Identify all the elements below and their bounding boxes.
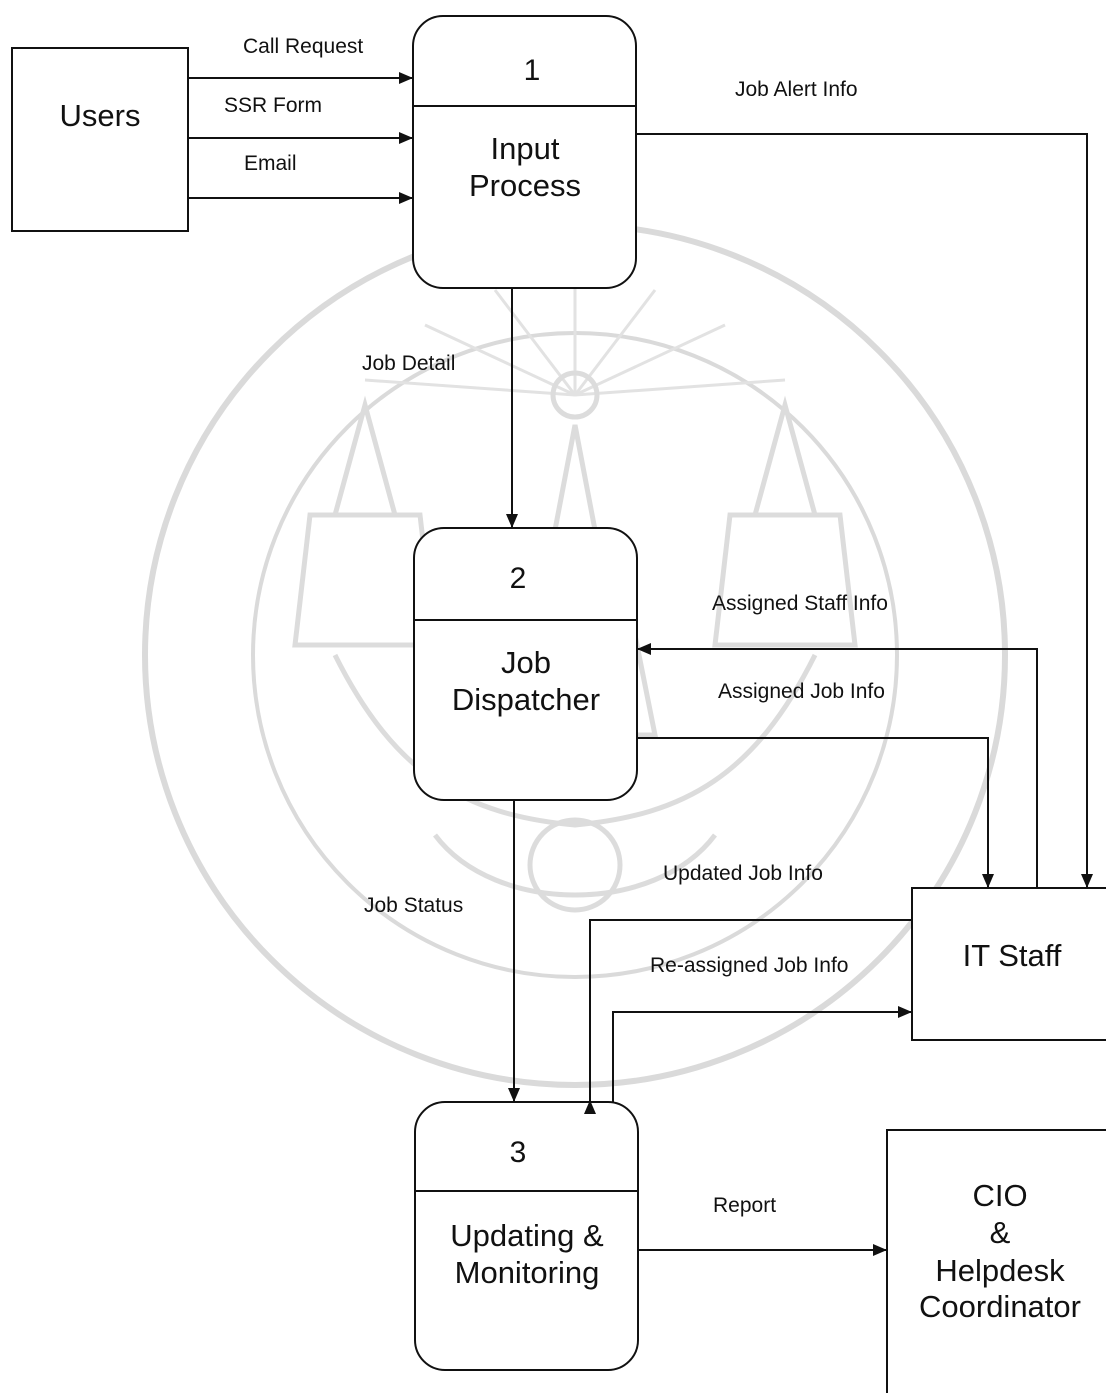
users-label: Users xyxy=(60,98,141,133)
process-1-name-line2: Process xyxy=(469,168,581,203)
flow-label-report: Report xyxy=(713,1194,776,1217)
flow-job-detail: Job Detail xyxy=(362,288,518,528)
cio-label-line4: Coordinator xyxy=(919,1289,1081,1324)
process-1-input-process: 1 Input Process xyxy=(412,15,637,289)
process-2-name-line1: Job xyxy=(501,645,551,680)
process-3-name-line1: Updating & xyxy=(450,1218,604,1253)
flow-label-ssr-form: SSR Form xyxy=(224,94,322,117)
process-2-name-line2: Dispatcher xyxy=(452,682,600,717)
process-3-name-line2: Monitoring xyxy=(455,1255,600,1290)
cio-helpdesk-entity: CIO & Helpdesk Coordinator xyxy=(886,1129,1106,1393)
flow-assigned-staff-info: Assigned Staff Info xyxy=(637,592,1038,888)
process-1-name-line1: Input xyxy=(491,131,560,166)
it-staff-label: IT Staff xyxy=(963,938,1062,973)
flow-assigned-job-info: Assigned Job Info xyxy=(637,680,994,888)
flow-label-job-alert-info: Job Alert Info xyxy=(735,78,858,101)
process-3-number: 3 xyxy=(510,1136,527,1169)
flow-label-assigned-job-info: Assigned Job Info xyxy=(718,680,885,703)
process-2-job-dispatcher: 2 Job Dispatcher xyxy=(413,527,638,801)
it-staff-entity: IT Staff xyxy=(911,887,1106,1041)
flow-label-reassigned-job-info: Re-assigned Job Info xyxy=(650,954,848,977)
process-1-number: 1 xyxy=(524,54,541,87)
users-entity: Users xyxy=(11,47,189,232)
flow-label-call-request: Call Request xyxy=(243,35,363,58)
flow-updated-job-info: Updated Job Info xyxy=(584,862,911,1114)
flow-users-to-input: Call Request SSR Form Email xyxy=(188,35,413,204)
flow-job-alert-info: Job Alert Info xyxy=(636,78,1093,888)
flow-label-updated-job-info: Updated Job Info xyxy=(663,862,823,885)
flow-label-job-status: Job Status xyxy=(364,894,463,917)
flow-label-assigned-staff-info: Assigned Staff Info xyxy=(712,592,888,615)
flow-label-job-detail: Job Detail xyxy=(362,352,455,375)
flow-reassigned-job-info: Re-assigned Job Info xyxy=(612,954,912,1102)
process-2-number: 2 xyxy=(510,562,527,595)
cio-label-line2: & xyxy=(990,1215,1011,1250)
process-3-updating-monitoring: 3 Updating & Monitoring xyxy=(414,1101,639,1371)
flow-label-email: Email xyxy=(244,152,297,175)
cio-label-line3: Helpdesk xyxy=(935,1253,1065,1288)
cio-label-line1: CIO xyxy=(972,1178,1027,1213)
flow-report: Report xyxy=(638,1194,887,1256)
flow-job-status: Job Status xyxy=(364,800,520,1102)
